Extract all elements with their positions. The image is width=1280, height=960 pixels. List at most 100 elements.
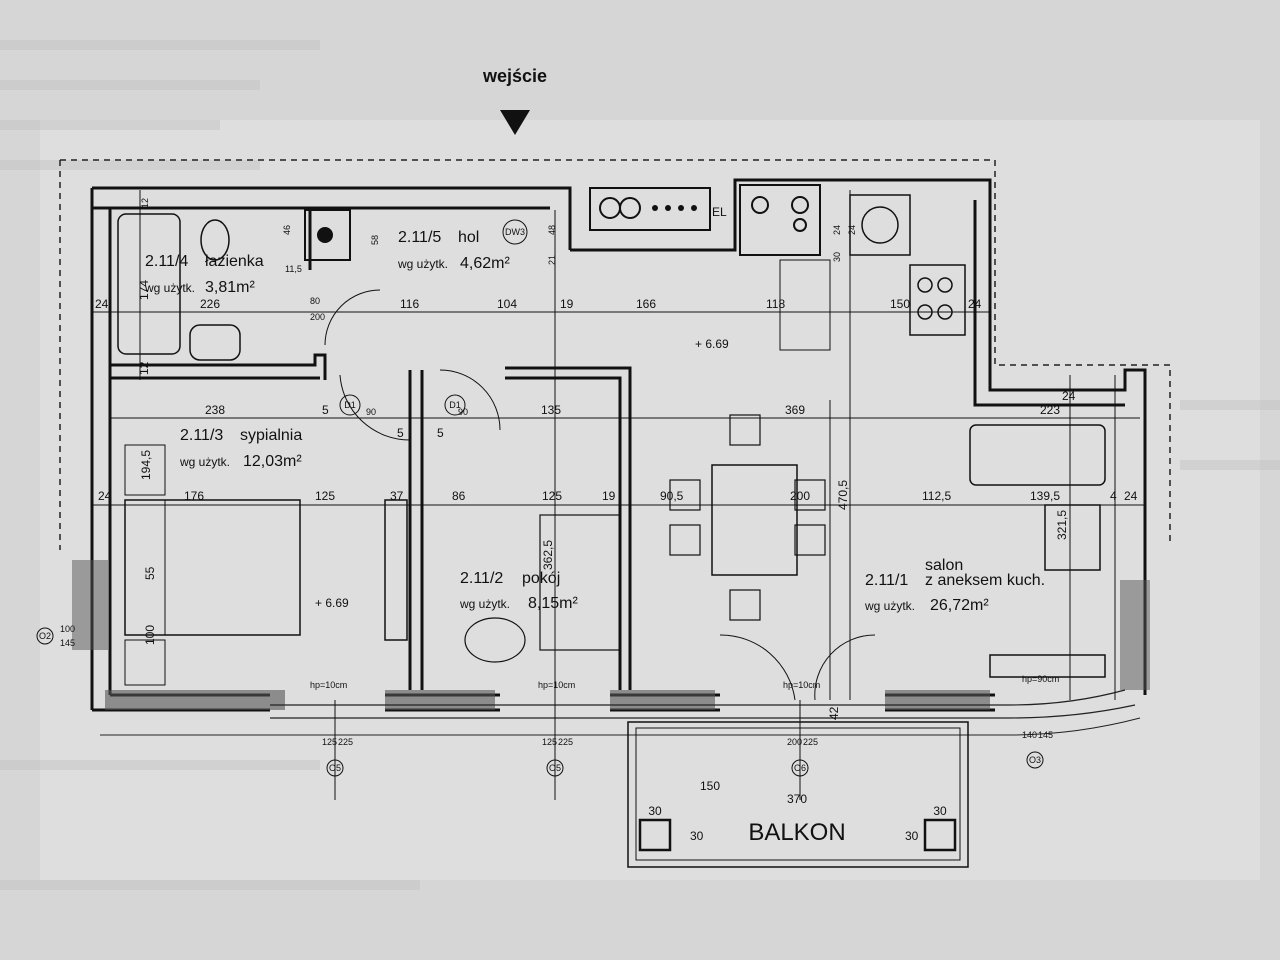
dimension-lines xyxy=(92,190,1145,800)
dimension: 24 xyxy=(847,225,857,235)
room-name-line2: z aneksem kuch. xyxy=(925,572,1045,589)
door-swings xyxy=(324,289,876,701)
window-tag-b: 225 xyxy=(338,737,353,747)
window-tag-id: O6 xyxy=(794,763,806,773)
balcony-depth: 150 xyxy=(700,779,720,793)
dimension: 90,5 xyxy=(660,489,684,503)
dimension: 321,5 xyxy=(1055,510,1069,540)
balcony-post-dim: 30 xyxy=(905,829,919,843)
level-marker: + 6.69 xyxy=(695,337,729,351)
room-salon: salon 2.11/1 z aneksem kuch. wg użytk. 2… xyxy=(864,557,1045,614)
wall-segment xyxy=(610,690,715,710)
window-sill-height: hp=10cm xyxy=(783,680,820,690)
dimension: 104 xyxy=(497,297,517,311)
window-tag-a: 200 xyxy=(787,737,802,747)
dimension: 5 xyxy=(322,403,329,417)
room-number: 2.11/5 xyxy=(398,229,441,246)
kitchen-island xyxy=(779,259,831,351)
balcony-post xyxy=(638,818,672,852)
dimension: 42 xyxy=(827,706,841,720)
dimension: 223 xyxy=(1040,403,1060,417)
dimension: 24 xyxy=(1124,489,1138,503)
window-tag-b: 225 xyxy=(558,737,573,747)
balcony-width: 370 xyxy=(787,792,807,806)
dimension: 12 xyxy=(137,361,151,375)
dimension: 19 xyxy=(602,489,616,503)
background-bleed-text xyxy=(0,40,1280,890)
window-tag: O6 200 225 xyxy=(787,737,818,777)
window-sill-height: hp=10cm xyxy=(310,680,347,690)
room-name: pokój xyxy=(522,570,560,587)
room-area-label: wg użytk. xyxy=(864,599,915,613)
room-area-label: wg użytk. xyxy=(179,455,230,469)
dimension: 226 xyxy=(200,297,220,311)
window-tag-b: 145 xyxy=(1038,730,1053,740)
balcony-post-dim: 30 xyxy=(690,829,704,843)
appliance-label: EL xyxy=(712,205,727,219)
dimension: 80 xyxy=(310,296,320,306)
window-line xyxy=(270,689,1126,706)
washbasin xyxy=(189,324,241,361)
window-tag-id: O5 xyxy=(549,763,561,773)
room-area-label: wg użytk. xyxy=(459,597,510,611)
window-tag-a: 140 xyxy=(1022,730,1037,740)
balcony-post-dim: 30 xyxy=(648,804,662,818)
dimension: 135 xyxy=(541,403,561,417)
dimension: 58 xyxy=(370,235,380,245)
dimension: 125 xyxy=(542,489,562,503)
dimension: 116 xyxy=(400,297,419,311)
window-sill-height: hp=10cm xyxy=(538,680,575,690)
window-tag: O2 100 145 xyxy=(36,624,75,648)
room-name-line1: salon xyxy=(925,557,963,574)
burner-icon xyxy=(751,196,769,214)
dimension: 200 xyxy=(310,312,325,322)
dimension: 125 xyxy=(315,489,335,503)
dimension: 55 xyxy=(143,566,157,580)
dimension: 470,5 xyxy=(836,480,850,510)
dimension: 174 xyxy=(137,280,151,300)
window-tag-id: O2 xyxy=(39,631,51,641)
dimension: 48 xyxy=(547,225,557,235)
balcony-label: BALKON xyxy=(748,819,845,846)
window-tag: O3 140 145 xyxy=(1022,730,1053,769)
dimension: 200 xyxy=(790,489,810,503)
dimension: 118 xyxy=(766,297,785,311)
room-sypialnia: 2.11/3 sypialnia wg użytk. 12,03m² xyxy=(179,427,302,470)
window-tag-a: 125 xyxy=(542,737,557,747)
dimension: 5 xyxy=(397,426,404,440)
room-number: 2.11/3 xyxy=(180,427,223,444)
burner-icon xyxy=(917,277,933,293)
toilet xyxy=(200,219,230,261)
cooktop xyxy=(909,264,966,336)
dimension: 369 xyxy=(785,403,805,417)
dimension: 90 xyxy=(366,407,376,417)
window-tag-b: 145 xyxy=(60,638,75,648)
dimension: 46 xyxy=(282,225,292,235)
bed xyxy=(124,499,301,636)
chair xyxy=(464,617,526,663)
window-tag: O5 125 225 xyxy=(322,737,353,777)
room-area: 3,81m² xyxy=(205,279,255,296)
dimension: 176 xyxy=(184,489,204,503)
door-tag-icon xyxy=(339,394,361,416)
dimension: 24 xyxy=(1062,389,1076,403)
bathtub xyxy=(117,213,181,355)
dimension: 24 xyxy=(968,297,982,311)
window-tag-id: O5 xyxy=(329,763,341,773)
room-name: hol xyxy=(458,229,479,246)
room-area: 8,15m² xyxy=(528,595,578,612)
door-tag-icon xyxy=(502,219,528,245)
dimension: 24 xyxy=(832,225,842,235)
balcony-inner xyxy=(635,727,961,861)
sofa xyxy=(969,424,1106,486)
nightstand xyxy=(124,639,166,686)
dimension: 139,5 xyxy=(1030,489,1060,503)
desk xyxy=(539,514,621,651)
room-name: sypialnia xyxy=(240,427,302,444)
wardrobe xyxy=(384,499,408,641)
dimension: 24 xyxy=(95,297,109,311)
nightstand xyxy=(124,444,166,496)
door-tag: D1 xyxy=(449,400,461,410)
room-area: 4,62m² xyxy=(460,255,510,272)
